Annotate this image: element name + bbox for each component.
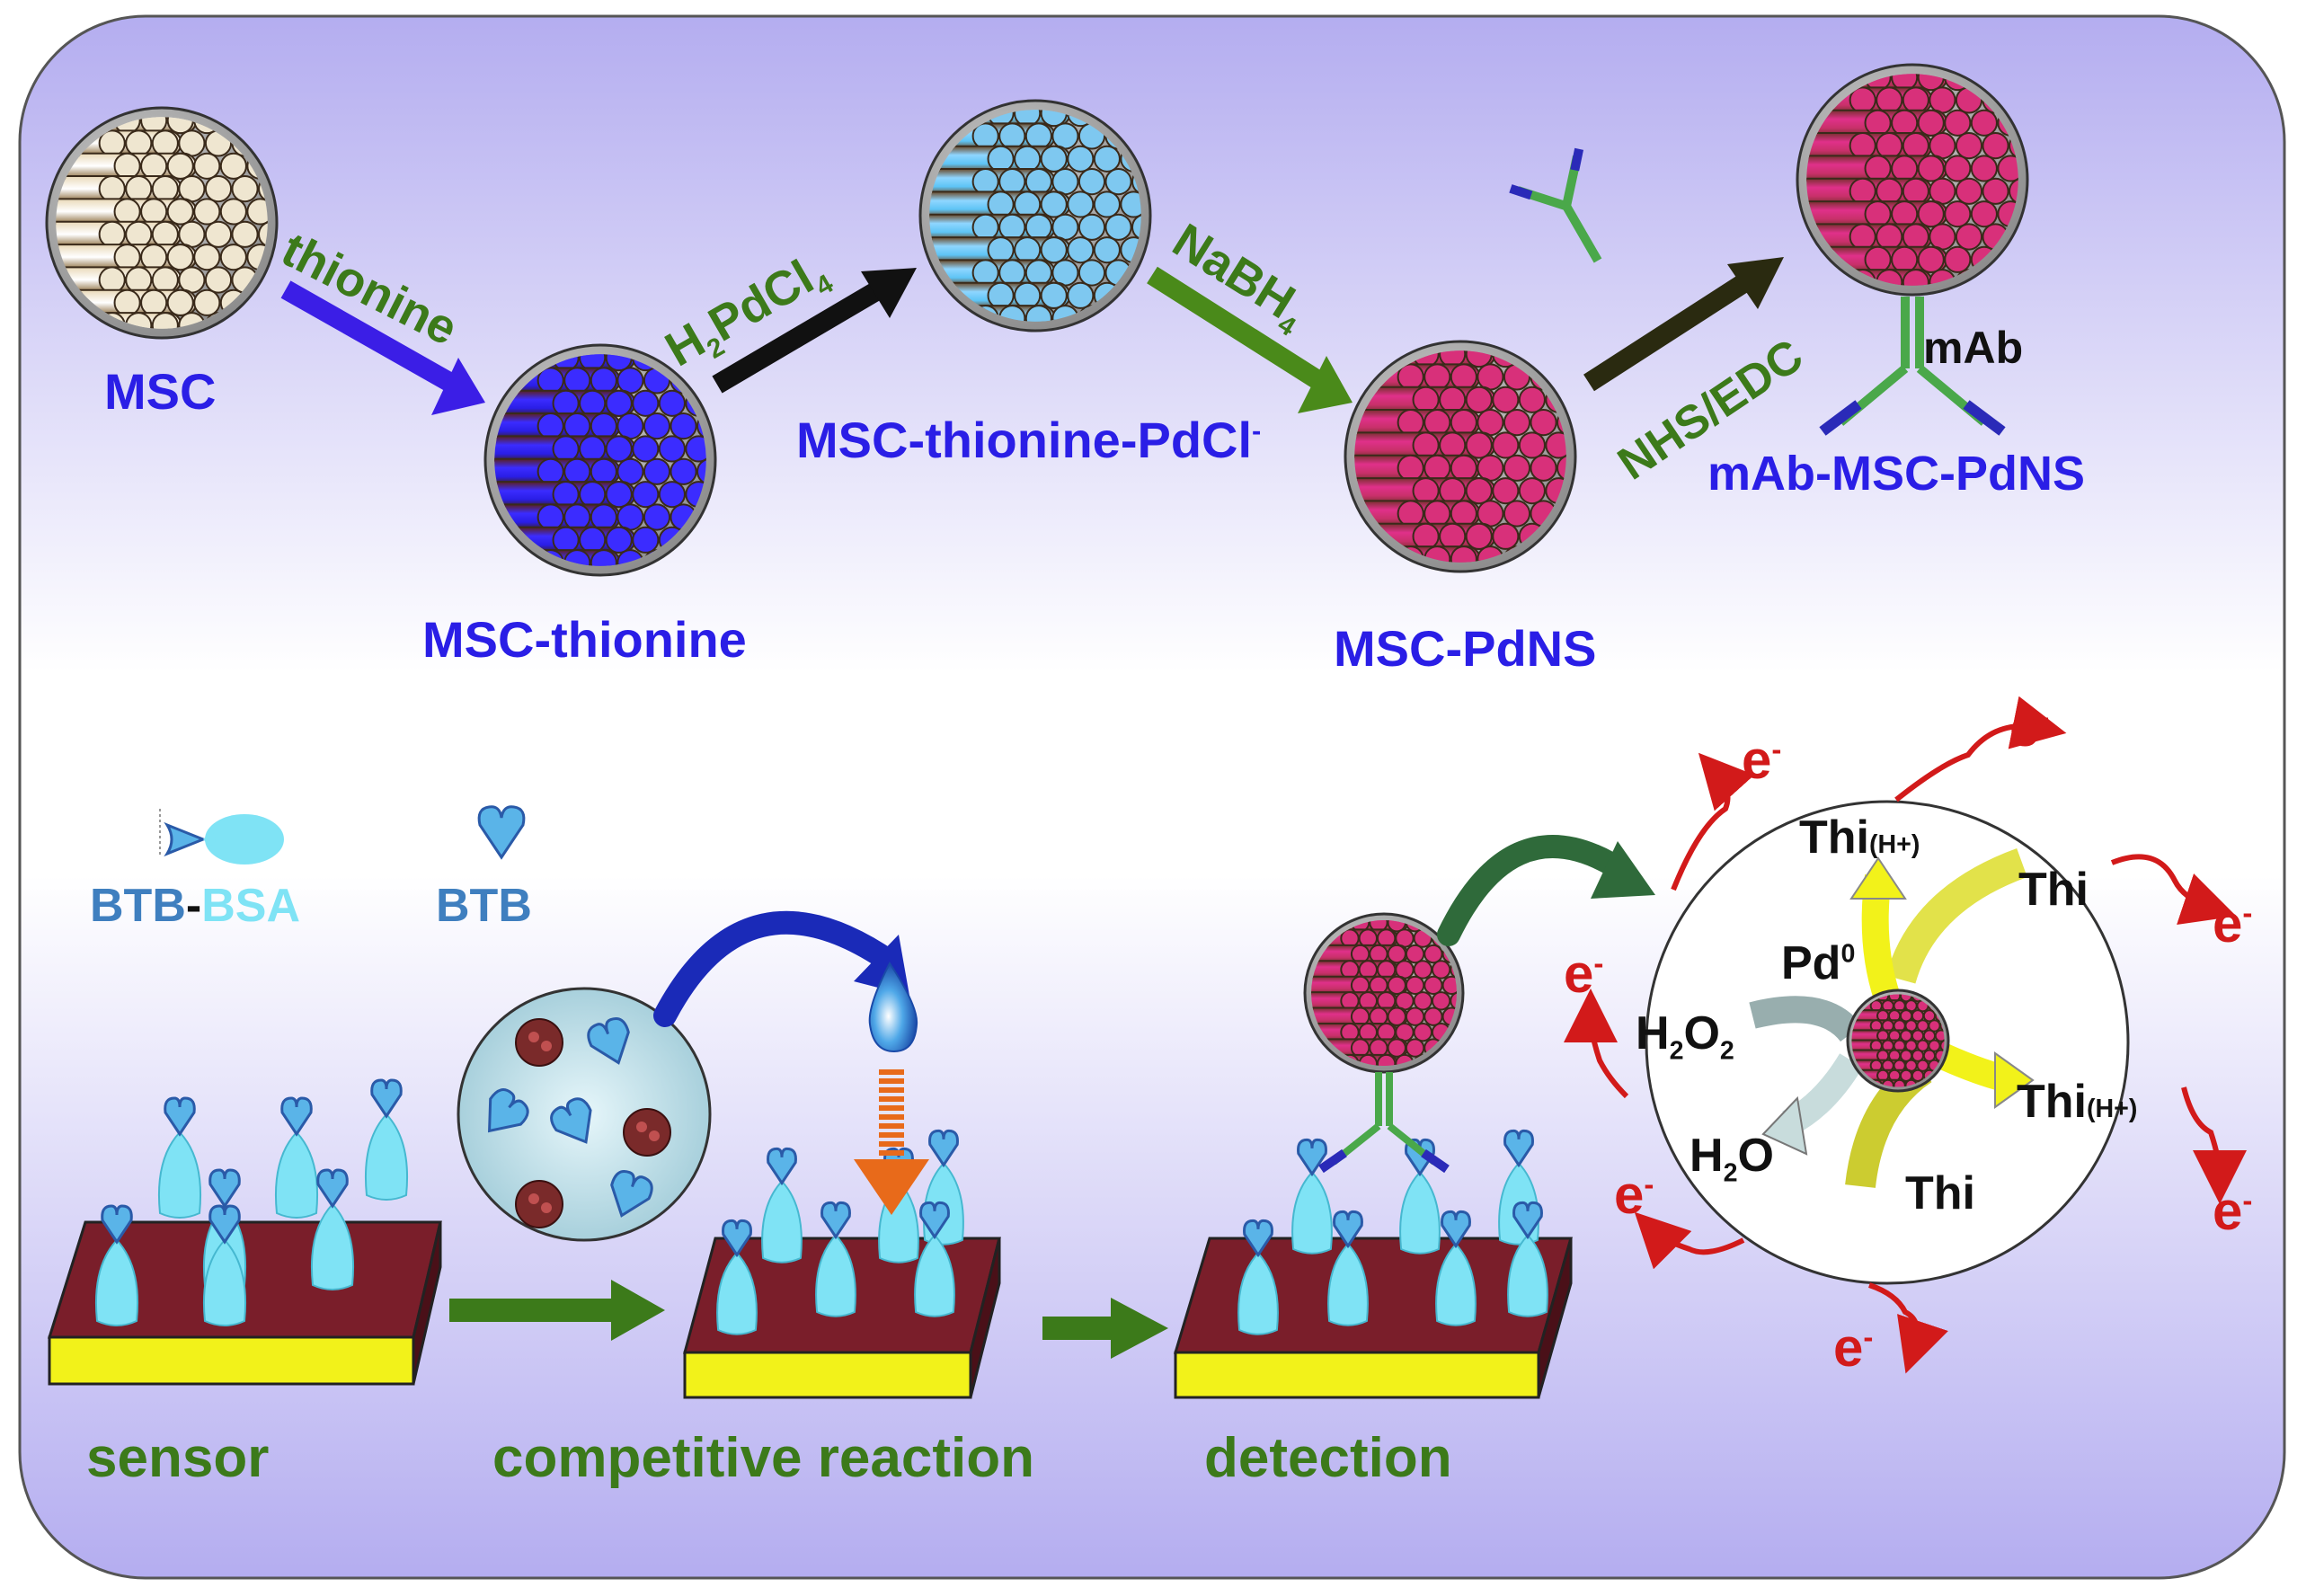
label-msc-thionine: MSC-thionine [422, 611, 747, 668]
cycle-thi-top-right: Thi [2018, 864, 2089, 916]
zoom-arrow [1437, 835, 1655, 946]
btb-bsa-conjugate [202, 1204, 247, 1326]
step-arrow-1 [449, 1280, 665, 1341]
nhs-edc-arrow [1583, 257, 1784, 392]
btb-bsa-conjugate [1327, 1210, 1369, 1326]
label-competitive-reaction: competitive reaction [492, 1427, 1034, 1489]
btb-bsa-conjugate [1237, 1219, 1279, 1335]
electron-label: e- [1833, 1317, 1874, 1378]
electron-label: e- [1742, 730, 1782, 790]
free-antibody-icon [1509, 147, 1602, 263]
label-msc-thionine-pdcl: MSC-thionine-PdCl- [796, 412, 1262, 468]
legend-btb-bsa-icon [159, 809, 284, 864]
detection-antibody-icon [1318, 1072, 1450, 1174]
msc-thionine-particle [483, 343, 717, 577]
label-sensor: sensor [86, 1427, 270, 1489]
cycle-h2o2: H2O2 [1636, 1007, 1734, 1066]
electron-label: e- [2213, 1181, 2253, 1241]
reaction-mixture-bubble [457, 987, 712, 1242]
btb-bsa-conjugate [914, 1201, 955, 1317]
cycle-pd0: Pd0 [1781, 937, 1856, 989]
cycle-h2o: H2O [1690, 1130, 1774, 1188]
legend-btb-label: BTB [436, 880, 532, 932]
btb-bsa-conjugate [94, 1204, 139, 1326]
label-msc: MSC [104, 363, 217, 420]
legend-btb-icon [477, 805, 526, 860]
electron-label: e- [1614, 1165, 1654, 1225]
cycle-thi-h-right: Thi(H+) [2017, 1076, 2138, 1128]
drop-arrow [854, 1069, 929, 1215]
electron-label: e- [1564, 944, 1604, 1004]
btb-bsa-conjugate [815, 1201, 856, 1317]
btb-bsa-conjugate [310, 1168, 355, 1290]
btb-bsa-conjugate [761, 1147, 803, 1264]
legend-btb-bsa-label: BTB-BSA [90, 880, 300, 932]
nabh4-arrow [1147, 266, 1353, 413]
electron-label: e- [2009, 697, 2050, 758]
cycle-thi-bottom: Thi [1905, 1167, 1975, 1219]
droplet-icon [868, 962, 918, 1053]
btb-bsa-conjugate [1507, 1201, 1548, 1317]
step-arrow-2 [1042, 1298, 1168, 1359]
btb-bsa-conjugate [716, 1219, 758, 1335]
label-mab-msc-pdns: mAb-MSC-PdNS [1707, 447, 2085, 501]
btb-bsa-conjugate [157, 1096, 202, 1219]
btb-bsa-conjugate [1399, 1138, 1441, 1255]
electron-label: e- [2213, 893, 2253, 953]
catalytic-cycle [1645, 800, 2130, 1285]
mab-antibody-icon [1819, 297, 2006, 436]
btb-bsa-conjugate [274, 1096, 319, 1219]
label-detection: detection [1204, 1427, 1452, 1489]
thionine-arrow [280, 280, 485, 415]
electron-paths [1564, 696, 2247, 1374]
btb-bsa-conjugate [1291, 1138, 1333, 1255]
btb-bsa-conjugate [1435, 1210, 1477, 1326]
cycle-thi-h-top: Thi(H+) [1799, 811, 1920, 864]
label-mab: mAb [1923, 323, 2024, 373]
label-msc-pdns: MSC-PdNS [1334, 620, 1597, 677]
h2pdcl4-arrow [712, 268, 917, 394]
btb-bsa-conjugate [364, 1078, 409, 1201]
